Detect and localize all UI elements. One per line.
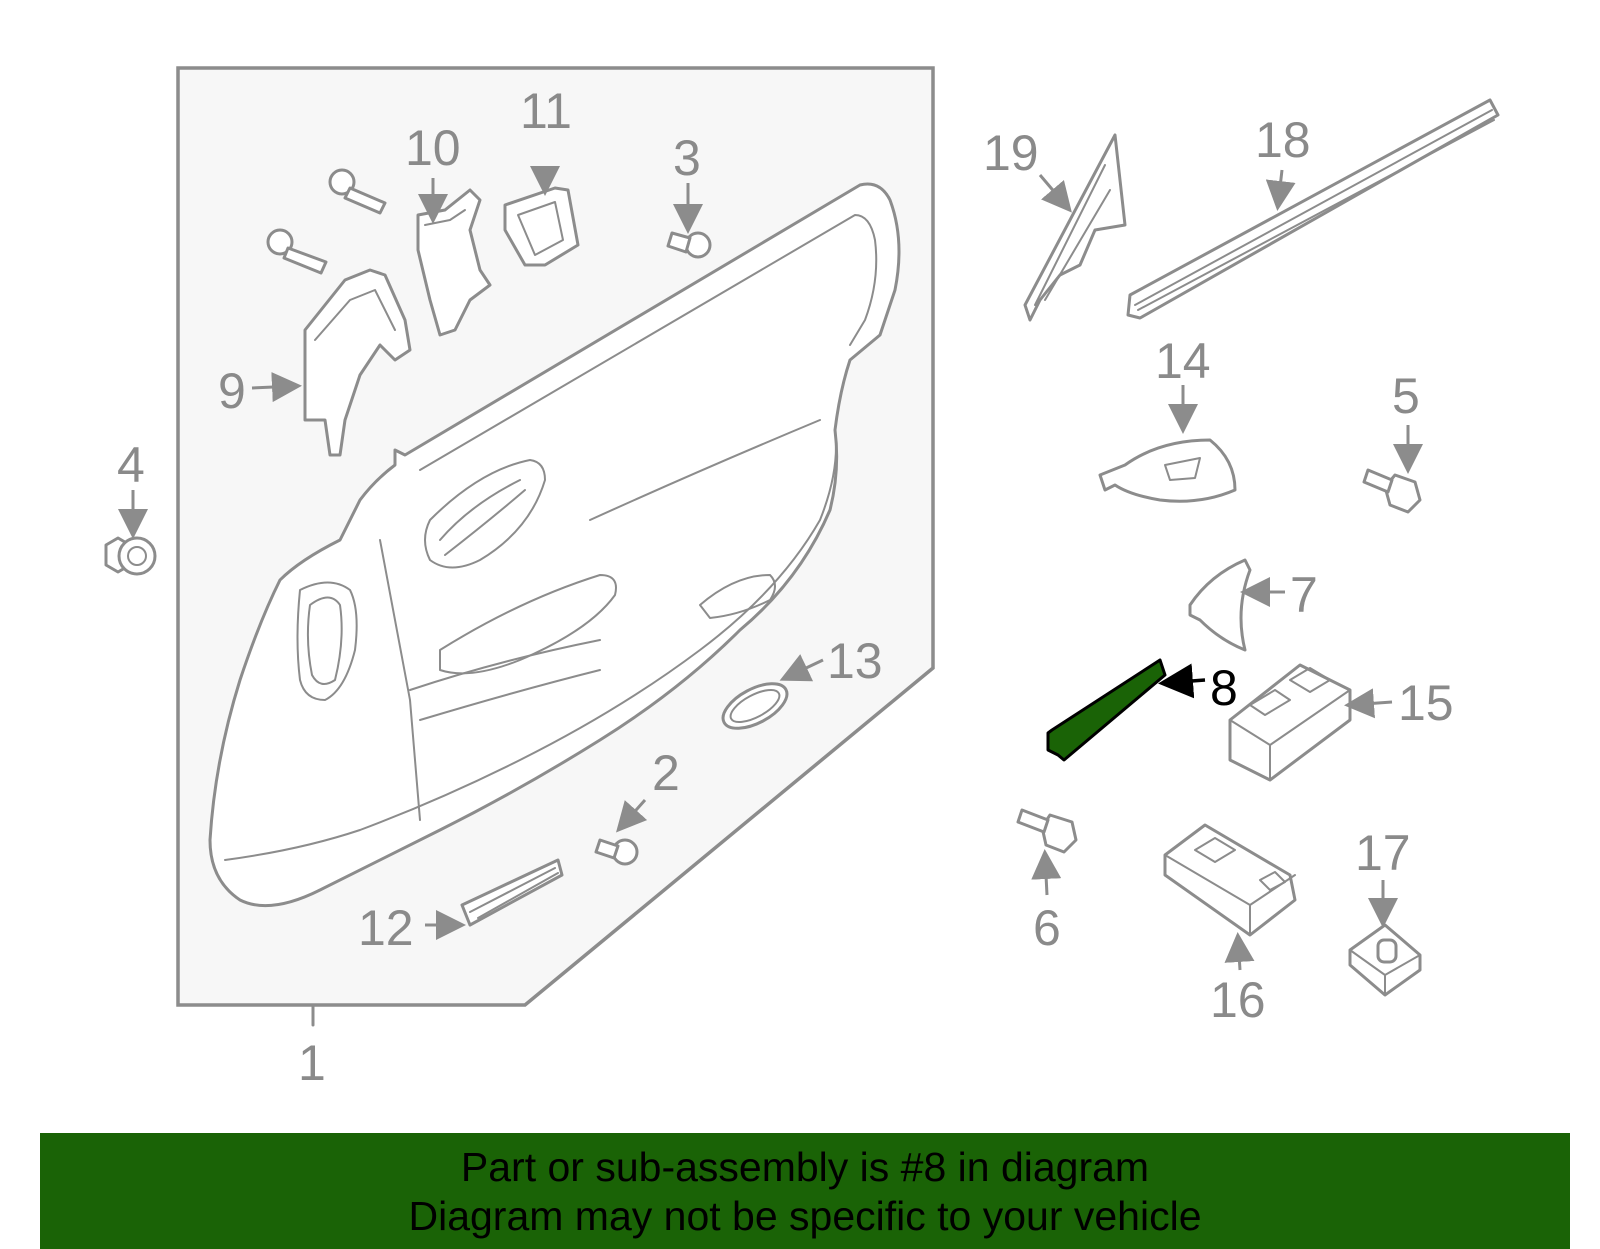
- callout-16: 16: [1210, 972, 1266, 1028]
- screw-b: [266, 228, 328, 275]
- callout-8: 8: [1210, 660, 1238, 716]
- callout-14: 14: [1155, 333, 1211, 389]
- part-2: [594, 838, 639, 866]
- callout-6: 6: [1033, 900, 1061, 956]
- banner-line-1: Part or sub-assembly is #8 in diagram: [460, 1144, 1150, 1190]
- callout-9: 9: [218, 363, 246, 419]
- info-banner: Part or sub-assembly is #8 in diagram Di…: [40, 1133, 1570, 1249]
- callout-2: 2: [652, 745, 680, 801]
- part-16: [1163, 823, 1297, 937]
- door-trim-panel: [208, 182, 901, 908]
- callout-1: 1: [298, 1035, 326, 1091]
- part-4: [104, 536, 157, 576]
- part-12: [460, 858, 564, 927]
- part-9: [303, 268, 412, 457]
- callout-15: 15: [1398, 675, 1454, 731]
- callout-10: 10: [405, 120, 461, 176]
- callout-11: 11: [520, 83, 572, 139]
- part-8-highlighted: [1046, 658, 1167, 762]
- screw-a: [328, 168, 387, 215]
- callout-19: 19: [983, 125, 1039, 181]
- callout-13: 13: [827, 633, 883, 689]
- callout-4: 4: [117, 437, 145, 493]
- part-14: [1098, 438, 1237, 503]
- callout-18: 18: [1255, 112, 1311, 168]
- part-17: [1348, 923, 1422, 997]
- callout-arrows: [118, 166, 1423, 971]
- part-18: [1126, 98, 1500, 320]
- banner-line-2: Diagram may not be specific to your vehi…: [408, 1193, 1202, 1239]
- callout-3: 3: [673, 130, 701, 186]
- callout-5: 5: [1392, 368, 1420, 424]
- part-13: [721, 682, 789, 730]
- part-3: [666, 231, 712, 259]
- part-15: [1228, 663, 1352, 782]
- callout-17: 17: [1355, 825, 1411, 881]
- part-19: [1023, 133, 1127, 322]
- part-6: [1016, 808, 1078, 854]
- part-5: [1362, 468, 1422, 514]
- callout-12: 12: [358, 900, 414, 956]
- part-7: [1188, 558, 1252, 652]
- callout-labels: 1 2 3 4 5 6 7 8 9 10 11 12 13 14 15 16 1…: [117, 83, 1454, 1091]
- callout-7: 7: [1290, 567, 1318, 623]
